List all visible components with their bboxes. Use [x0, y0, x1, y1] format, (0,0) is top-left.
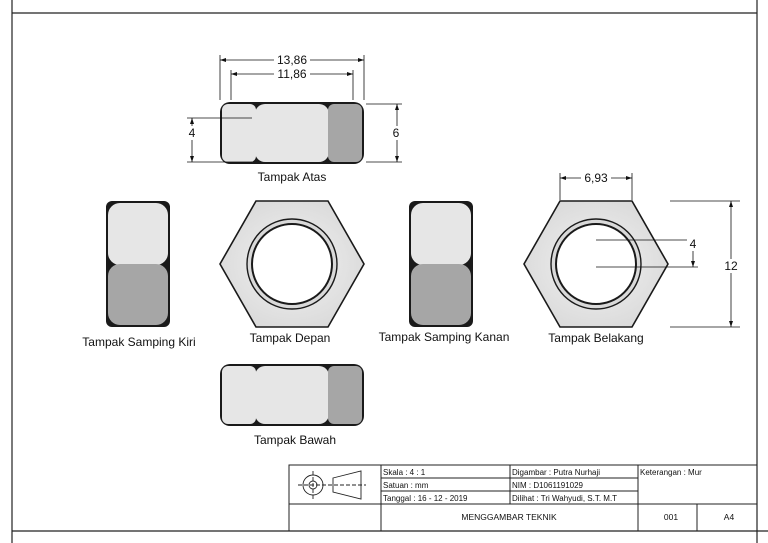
left-view-upper-face: [108, 203, 168, 265]
top-view-right-face: [328, 104, 362, 162]
top-dim-inner: 11,86: [277, 67, 306, 81]
back-dim-height: 12: [724, 259, 738, 273]
tb-tanggal: Tanggal : 16 - 12 - 2019: [383, 494, 468, 503]
right-side-view: Tampak Samping Kanan: [379, 201, 510, 344]
left-view-lower-face: [108, 264, 168, 325]
front-view: Tampak Depan: [219, 200, 365, 345]
top-dim-right-height: 6: [393, 126, 400, 140]
top-dim-overall: 13,86: [277, 53, 307, 67]
bottom-view-left-face: [222, 366, 256, 424]
left-side-view: Tampak Samping Kiri: [82, 201, 196, 349]
bottom-view-right-face: [328, 366, 362, 424]
tb-dilihat: Dilihat : Tri Wahyudi, S.T. M.T: [512, 494, 617, 503]
top-dim-left-height: 4: [189, 126, 196, 140]
tb-satuan: Satuan : mm: [383, 481, 429, 490]
label-tampak-samping-kiri: Tampak Samping Kiri: [82, 335, 195, 349]
back-view-hole: [555, 223, 637, 305]
bottom-view: Tampak Bawah: [220, 364, 364, 447]
label-tampak-samping-kanan: Tampak Samping Kanan: [379, 330, 510, 344]
tb-paper: A4: [724, 512, 735, 522]
projection-symbol-icon: [298, 470, 366, 500]
tb-number: 001: [664, 512, 678, 522]
tb-skala: Skala : 4 : 1: [383, 468, 426, 477]
top-view-center-face: [255, 104, 329, 162]
tb-title: MENGGAMBAR TEKNIK: [461, 512, 557, 522]
label-tampak-belakang: Tampak Belakang: [548, 331, 643, 345]
top-view: 13,86 11,86 4 6 Tampak Atas: [187, 53, 403, 184]
label-tampak-bawah: Tampak Bawah: [254, 433, 336, 447]
back-dim-width: 6,93: [584, 171, 608, 185]
front-view-hole: [251, 223, 333, 305]
tb-nim: NIM : D1061191029: [512, 481, 584, 490]
right-view-lower-face: [411, 264, 471, 325]
top-view-left-face: [222, 104, 256, 162]
title-block: Skala : 4 : 1 Satuan : mm Tanggal : 16 -…: [288, 464, 758, 532]
back-dim-small: 4: [690, 237, 697, 251]
bottom-view-center-face: [255, 366, 329, 424]
tb-digambar: Digambar : Putra Nurhaji: [512, 468, 600, 477]
label-tampak-depan: Tampak Depan: [250, 331, 331, 345]
tb-keterangan: Keterangan : Mur: [640, 468, 702, 477]
back-view: 6,93 4 12 Tampak Belakang: [523, 171, 741, 345]
right-view-upper-face: [411, 203, 471, 265]
label-tampak-atas: Tampak Atas: [258, 170, 327, 184]
